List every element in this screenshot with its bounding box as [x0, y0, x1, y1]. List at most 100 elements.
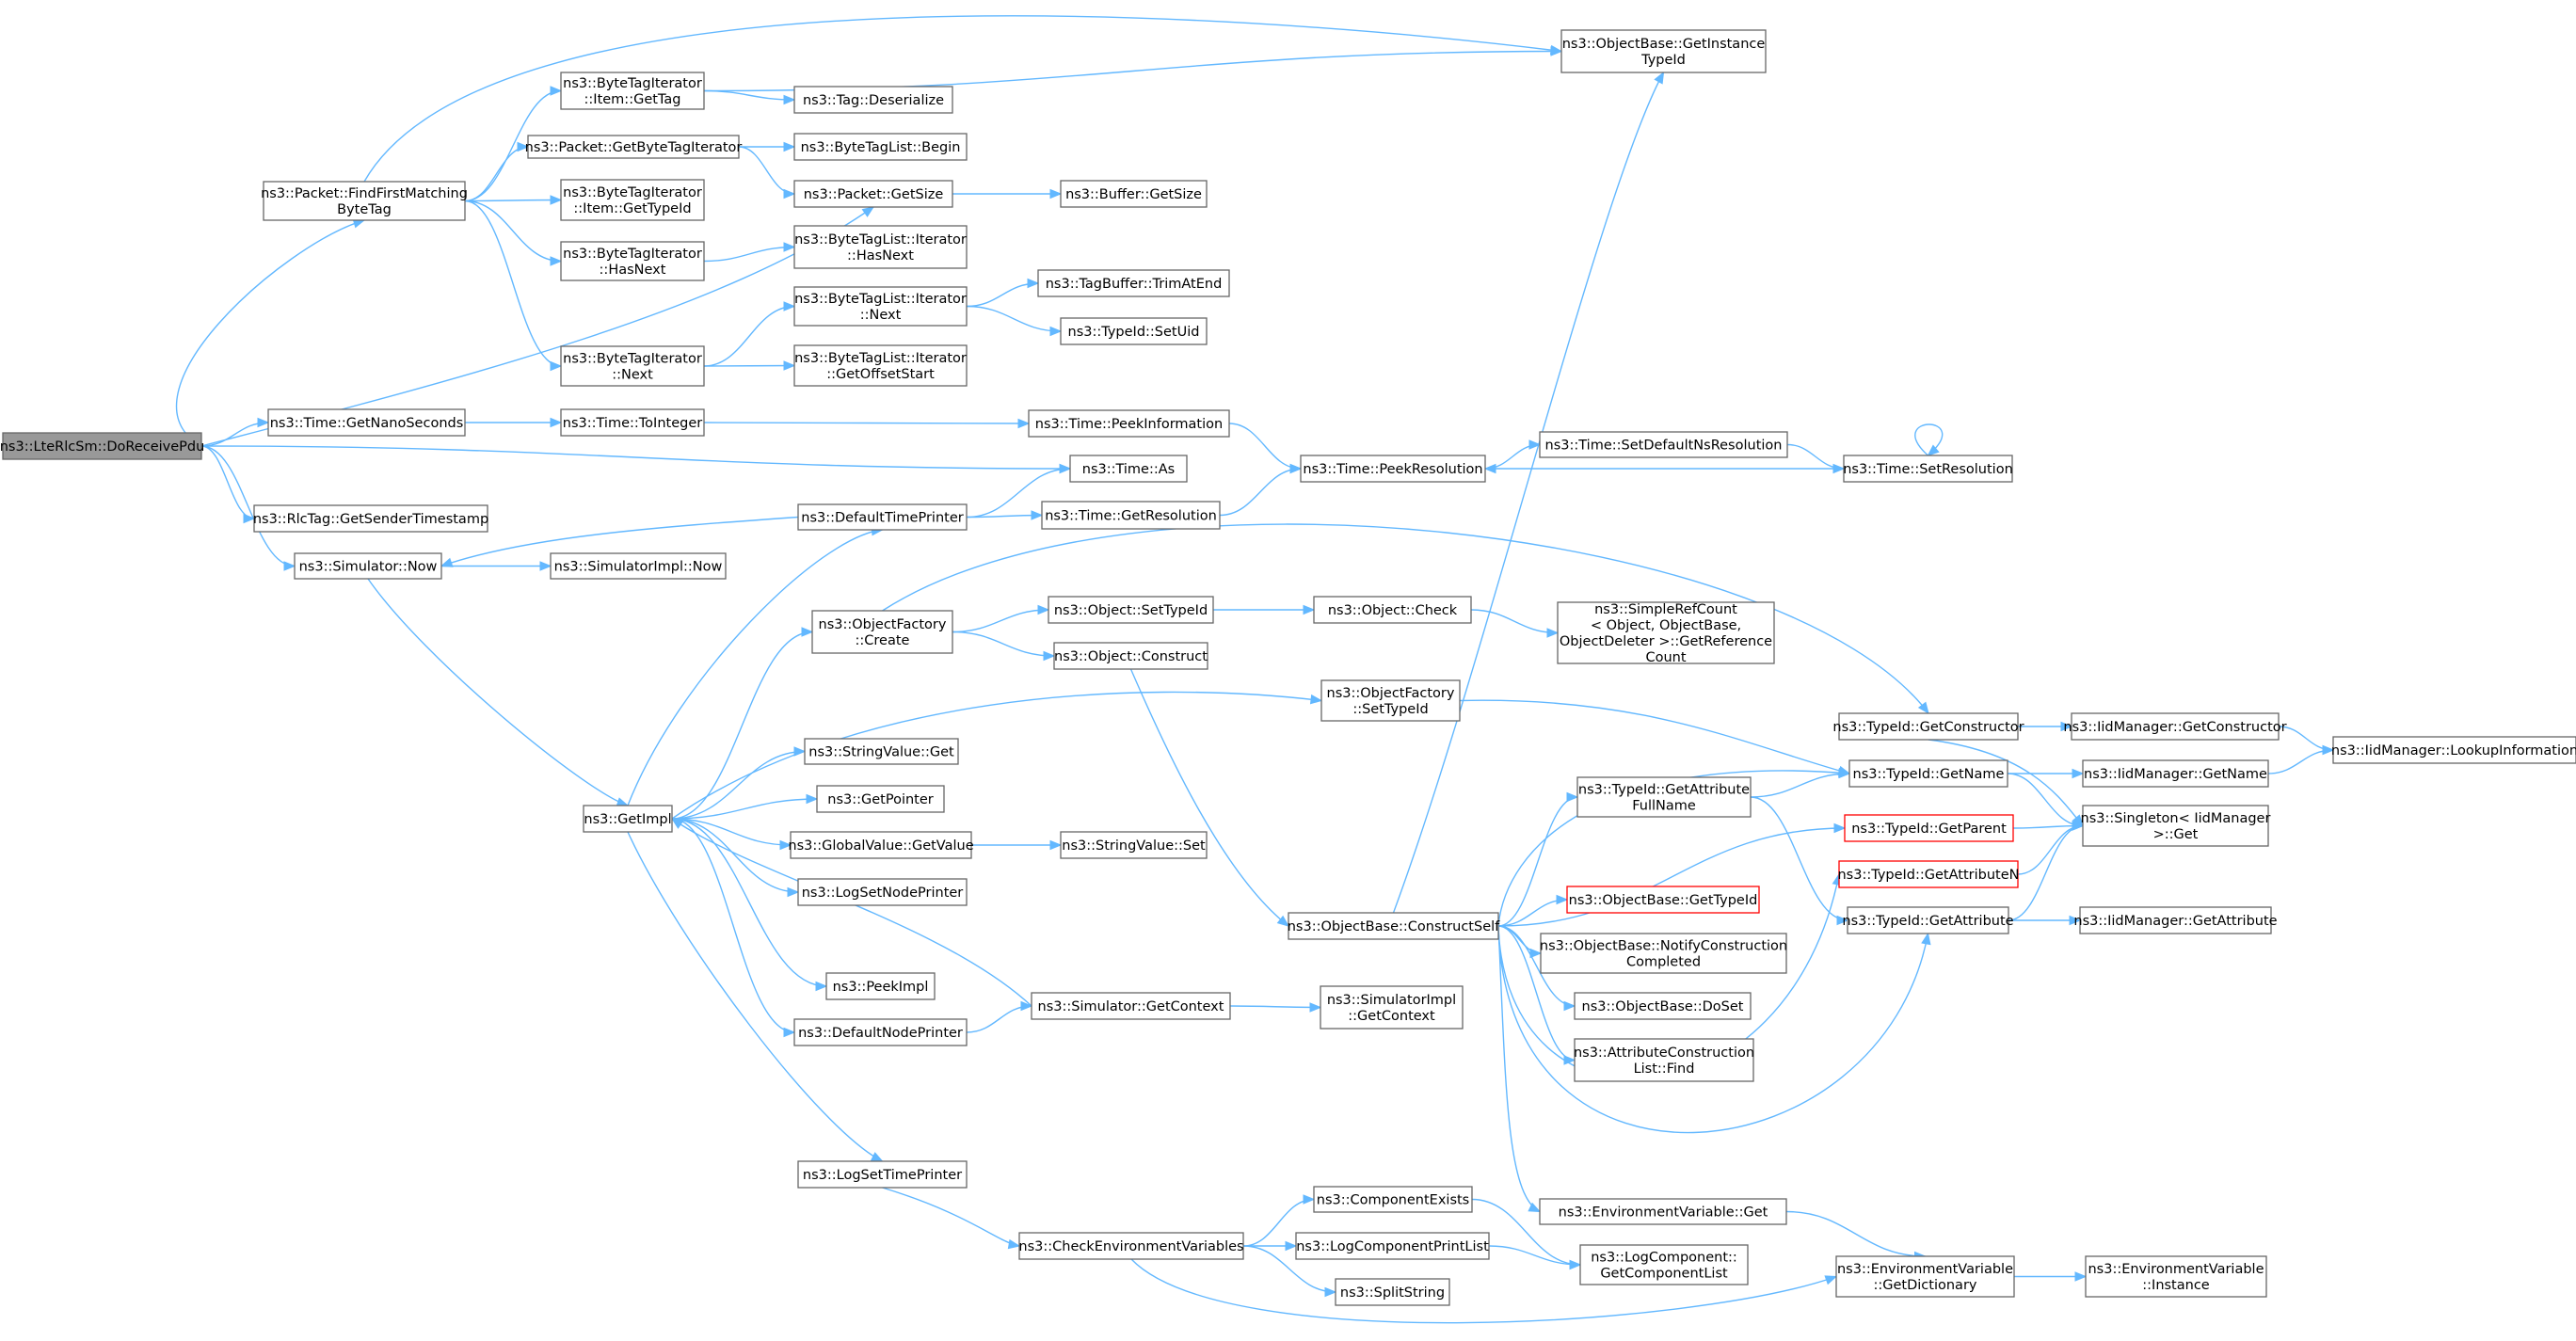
node-tidGetAttrN[interactable]: ns3::TypeId::GetAttributeN [1837, 860, 2020, 888]
node-box-root[interactable] [2, 432, 202, 460]
node-box-getConstructor[interactable] [1838, 712, 2019, 741]
node-box-singletonGet[interactable] [2082, 805, 2269, 847]
node-tagDeser[interactable]: ns3::Tag::Deserialize [793, 86, 953, 114]
node-box-strValSet[interactable] [1060, 831, 1208, 859]
node-box-attrConstrFind[interactable] [1574, 1038, 1754, 1082]
node-box-getAttrFull[interactable] [1576, 776, 1752, 818]
node-box-tagDeser[interactable] [793, 86, 953, 114]
node-simImplCtx[interactable]: ns3::SimulatorImpl::GetContext [1320, 985, 1464, 1030]
node-tidGetParent[interactable]: ns3::TypeId::GetParent [1844, 814, 2014, 842]
node-compExists[interactable]: ns3::ComponentExists [1313, 1186, 1473, 1213]
node-setDefNsRes[interactable]: ns3::Time::SetDefaultNsResolution [1539, 431, 1788, 458]
node-btiGetTag[interactable]: ns3::ByteTagIterator::Item::GetTag [560, 72, 705, 110]
node-box-setResolution[interactable] [1843, 455, 2013, 483]
node-getNano[interactable]: ns3::Time::GetNanoSeconds [267, 408, 466, 437]
node-box-logSetTime[interactable] [797, 1160, 968, 1189]
node-box-getImpl[interactable] [583, 805, 673, 833]
node-bufGetSize[interactable]: ns3::Buffer::GetSize [1060, 180, 1208, 208]
node-logSetTime[interactable]: ns3::LogSetTimePrinter [797, 1160, 968, 1189]
node-splitString[interactable]: ns3::SplitString [1335, 1278, 1450, 1306]
node-logCompPrint[interactable]: ns3::LogComponentPrintList [1295, 1232, 1490, 1260]
node-box-objBaseGetInst[interactable] [1560, 29, 1767, 73]
node-btlOffset[interactable]: ns3::ByteTagList::Iterator::GetOffsetSta… [793, 344, 968, 387]
node-box-timeGetRes[interactable] [1041, 501, 1221, 530]
node-box-defTimePrinter[interactable] [797, 503, 968, 531]
node-box-notifyConstr[interactable] [1540, 933, 1787, 974]
node-btlNext[interactable]: ns3::ByteTagList::Iterator::Next [793, 286, 968, 327]
node-box-splitString[interactable] [1335, 1278, 1450, 1306]
node-tidGetName[interactable]: ns3::TypeId::GetName [1848, 759, 2008, 788]
node-box-getBTI[interactable] [527, 135, 740, 159]
node-objBaseGetTid[interactable]: ns3::ObjectBase::GetTypeId [1566, 886, 1760, 914]
node-box-logCompPrint[interactable] [1295, 1232, 1490, 1260]
node-envGetDict[interactable]: ns3::EnvironmentVariable::GetDictionary [1835, 1255, 2015, 1298]
node-box-envGetDict[interactable] [1835, 1255, 2015, 1298]
node-rlcTag[interactable]: ns3::RlcTag::GetSenderTimestamp [253, 504, 488, 533]
node-box-iidGetConstr[interactable] [2071, 712, 2280, 741]
node-box-checkEnv[interactable] [1018, 1232, 1244, 1260]
node-box-btlHasNext[interactable] [793, 225, 968, 269]
node-box-objFactCreate[interactable] [811, 610, 953, 654]
node-box-simNow[interactable] [294, 552, 442, 580]
node-box-rlcTag[interactable] [253, 504, 488, 533]
node-defNodePrinter[interactable]: ns3::DefaultNodePrinter [793, 1018, 968, 1046]
node-box-btiHasNext[interactable] [560, 241, 705, 281]
node-box-peekRes[interactable] [1300, 455, 1486, 483]
node-box-defNodePrinter[interactable] [793, 1018, 968, 1046]
node-box-logSetNode[interactable] [797, 878, 968, 906]
node-box-tidGetParent[interactable] [1844, 814, 2014, 842]
node-simNow[interactable]: ns3::Simulator::Now [294, 552, 442, 580]
node-pktGetSize[interactable]: ns3::Packet::GetSize [793, 180, 953, 208]
node-setResolution[interactable]: ns3::Time::SetResolution [1843, 455, 2013, 483]
node-btiNext[interactable]: ns3::ByteTagIterator::Next [560, 345, 705, 387]
node-box-simpleRef[interactable] [1557, 601, 1775, 664]
node-box-timeAs[interactable] [1069, 455, 1188, 483]
node-timeAs[interactable]: ns3::Time::As [1069, 455, 1188, 483]
node-box-tidGetName[interactable] [1848, 759, 2008, 788]
node-peekInfo[interactable]: ns3::Time::PeekInformation [1028, 409, 1230, 438]
node-iidGetName[interactable]: ns3::IidManager::GetName [2082, 759, 2269, 788]
node-strValGet[interactable]: ns3::StringValue::Get [804, 738, 959, 765]
node-envVarGet[interactable]: ns3::EnvironmentVariable::Get [1539, 1198, 1787, 1225]
node-timeGetRes[interactable]: ns3::Time::GetResolution [1041, 501, 1221, 530]
node-strValSet[interactable]: ns3::StringValue::Set [1060, 831, 1208, 859]
node-box-getPointer[interactable] [816, 785, 945, 813]
node-objConstruct[interactable]: ns3::Object::Construct [1053, 642, 1208, 670]
node-notifyConstr[interactable]: ns3::ObjectBase::NotifyConstructionCompl… [1540, 933, 1787, 974]
node-getImpl[interactable]: ns3::GetImpl [583, 805, 673, 833]
node-simGetContext[interactable]: ns3::Simulator::GetContext [1031, 992, 1231, 1020]
node-peekImpl[interactable]: ns3::PeekImpl [825, 972, 936, 1000]
node-box-btlNext[interactable] [793, 286, 968, 327]
node-singletonGet[interactable]: ns3::Singleton< IidManager>::Get [2081, 805, 2271, 847]
node-peekRes[interactable]: ns3::Time::PeekResolution [1300, 455, 1486, 483]
node-iidLookup[interactable]: ns3::IidManager::LookupInformation [2331, 736, 2576, 764]
node-btlBegin[interactable]: ns3::ByteTagList::Begin [793, 133, 968, 161]
node-box-typeIdSetUid[interactable] [1060, 317, 1208, 345]
node-box-toInteger[interactable] [560, 408, 705, 437]
node-box-bufGetSize[interactable] [1060, 180, 1208, 208]
node-box-logCompGetList[interactable] [1579, 1244, 1749, 1285]
node-box-doSet[interactable] [1574, 992, 1752, 1020]
node-objCheck[interactable]: ns3::Object::Check [1313, 596, 1472, 624]
node-box-objSetTypeId[interactable] [1048, 596, 1214, 624]
node-box-btlOffset[interactable] [793, 344, 968, 387]
node-box-simImplCtx[interactable] [1320, 985, 1464, 1030]
node-doSet[interactable]: ns3::ObjectBase::DoSet [1574, 992, 1752, 1020]
node-getBTI[interactable]: ns3::Packet::GetByteTagIterator [525, 135, 743, 159]
node-getConstructor[interactable]: ns3::TypeId::GetConstructor [1832, 712, 2024, 741]
node-box-findFirst[interactable] [263, 181, 466, 221]
node-simImplNow[interactable]: ns3::SimulatorImpl::Now [550, 552, 727, 580]
node-box-strValGet[interactable] [804, 738, 959, 765]
node-box-iidGetAttr[interactable] [2079, 906, 2272, 934]
node-envInstance[interactable]: ns3::EnvironmentVariable::Instance [2085, 1255, 2267, 1298]
node-box-gvGetValue[interactable] [790, 831, 972, 859]
node-iidGetConstr[interactable]: ns3::IidManager::GetConstructor [2063, 712, 2287, 741]
node-box-simImplNow[interactable] [550, 552, 727, 580]
node-gvGetValue[interactable]: ns3::GlobalValue::GetValue [788, 831, 974, 859]
node-logCompGetList[interactable]: ns3::LogComponent::GetComponentList [1579, 1244, 1749, 1285]
node-box-envInstance[interactable] [2085, 1255, 2267, 1298]
node-box-iidGetName[interactable] [2082, 759, 2269, 788]
